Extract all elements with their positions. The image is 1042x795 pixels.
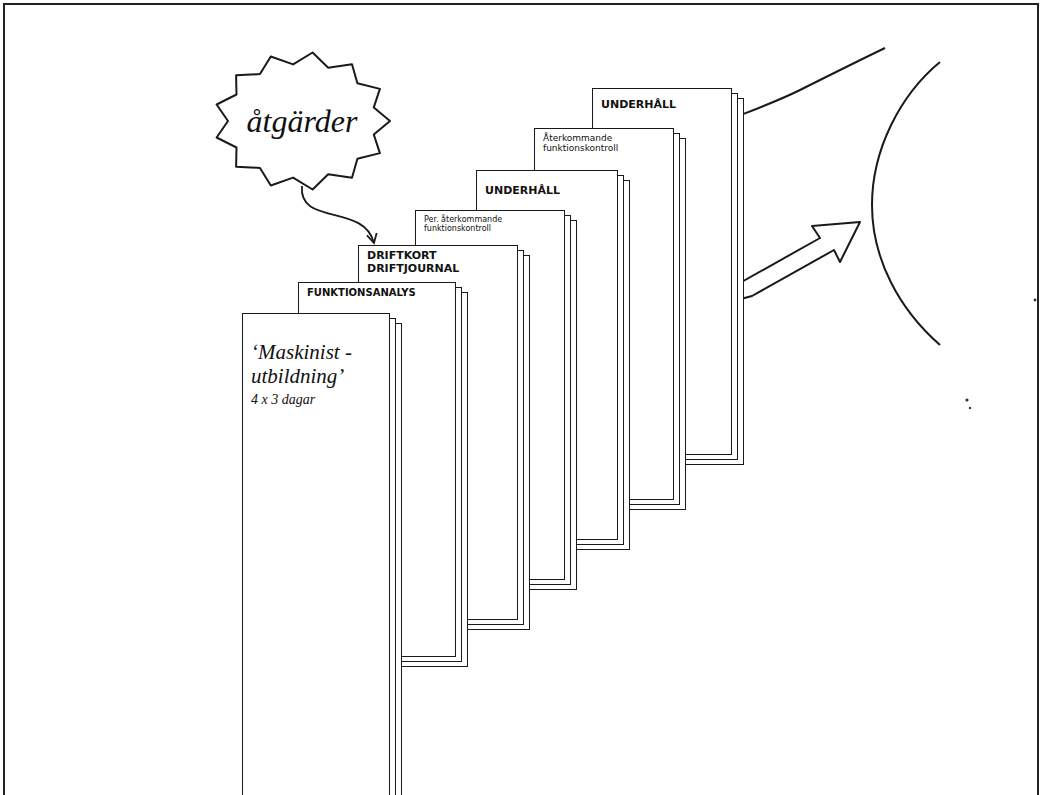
binder-label: UNDERHÅLL [485,185,609,198]
binder-label: FUNKTIONSANALYS [307,287,447,299]
goal-arc [872,62,940,345]
binder-label: Återkommande funktionskontroll [543,133,655,154]
binder-label: UNDERHÅLL [601,99,723,112]
dot [969,407,971,409]
binder-label: 4 x 3 dagar [251,392,379,408]
binder-label: Per. återkommande funktionskontroll [424,215,534,233]
burst-label: åtgärder [247,103,358,140]
measures-arrow [302,186,374,243]
frame [4,4,1038,795]
burst-shape [217,53,390,190]
dot [1034,299,1037,302]
dot [965,398,968,401]
binder-label: DRIFTKORT DRIFTJOURNAL [367,250,467,275]
binder-label: ‘Maskinist - utbildning’ [251,340,379,388]
measures-burst: åtgärder [212,50,392,192]
binder: ‘Maskinist - utbildning’ 4 x 3 dagar [242,313,390,795]
goal-arrow [737,222,860,300]
